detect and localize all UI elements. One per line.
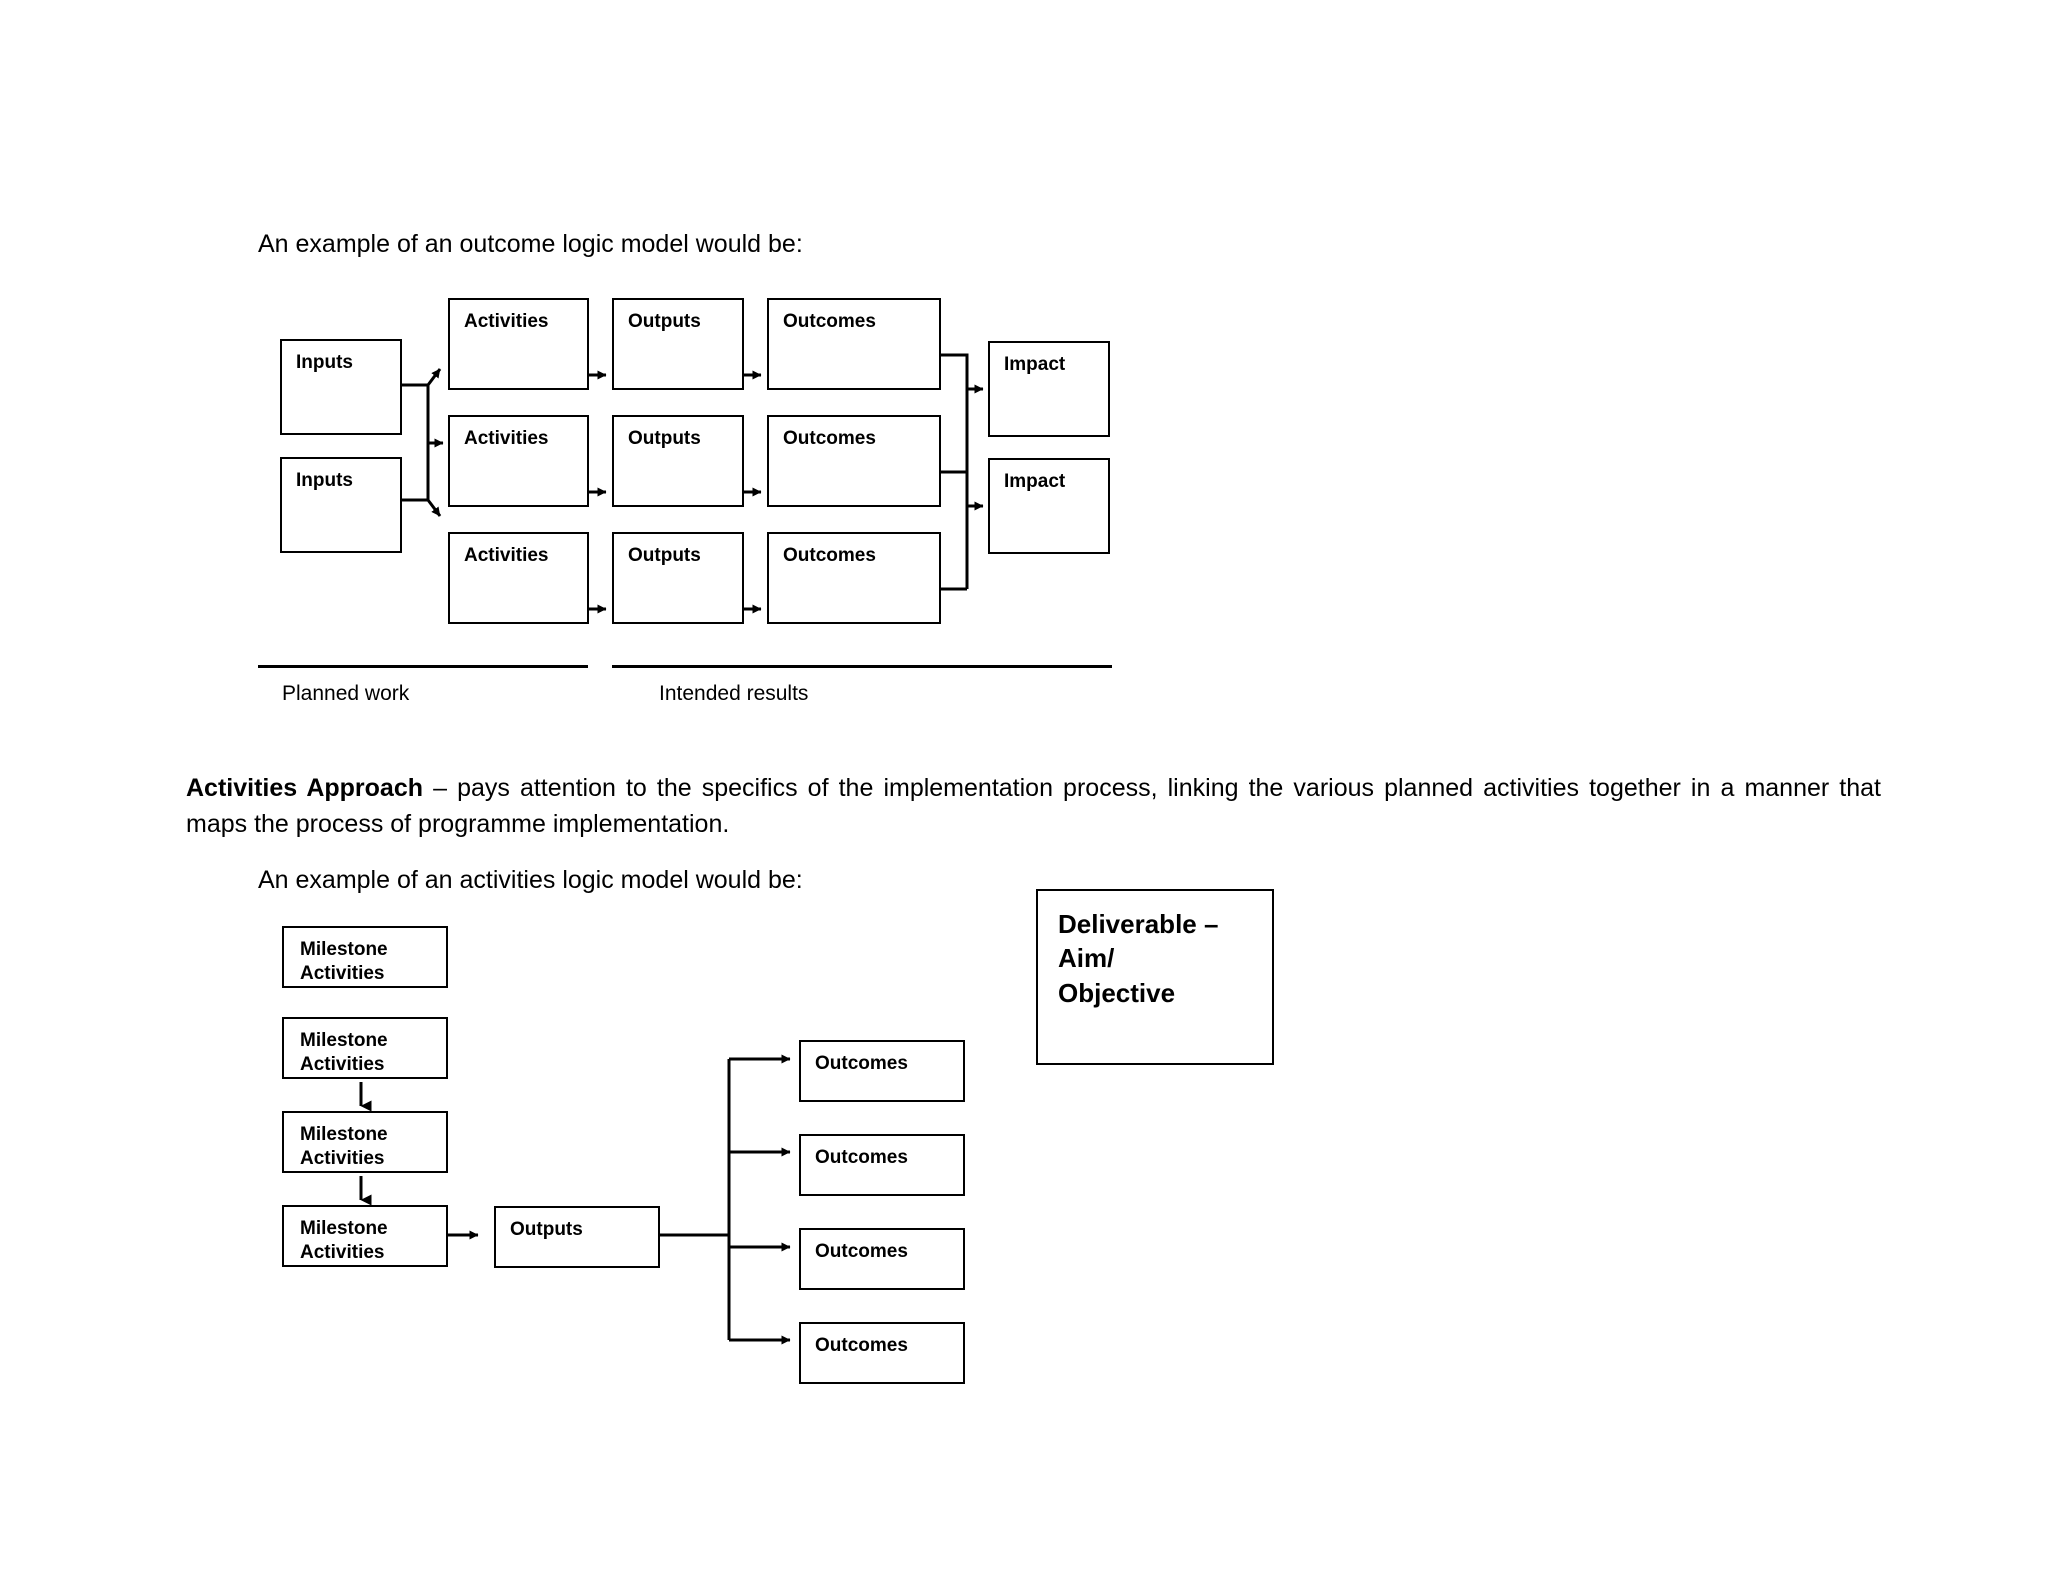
outcome-diagram-connectors [402,353,984,614]
activities-outcomes-box-4-label: Outcomes [815,1335,908,1356]
activities-box-2-label: Activities [464,428,549,449]
milestone-activities-box-4-line2: Activities [300,1241,385,1263]
planned-work-label: Planned work [282,682,410,705]
activities-approach-body: – pays attention to the specifics of the… [186,774,1881,839]
milestone-activities-box-1[interactable]: Milestone Activities [282,926,448,988]
intended-results-label: Intended results [659,682,809,705]
milestone-activities-box-2-line1: Milestone [300,1030,388,1051]
activities-outputs-box[interactable]: Outputs [494,1206,660,1268]
outcomes-box-3-label: Outcomes [783,545,876,566]
impact-box-2-label: Impact [1004,471,1066,492]
intended-results-rule [612,665,1112,668]
impact-box-1-label: Impact [1004,354,1066,375]
milestone-activities-box-3-line1: Milestone [300,1124,388,1145]
deliverable-line2: Aim/ [1058,943,1115,974]
outcomes-box-1-label: Outcomes [783,311,876,332]
activities-box-3-label: Activities [464,545,549,566]
milestone-activities-box-1-line2: Activities [300,962,385,984]
inputs-box-2[interactable]: Inputs [280,457,402,553]
deliverable-box[interactable]: Deliverable – Aim/ Objective [1036,889,1274,1065]
activities-outcomes-box-3-label: Outcomes [815,1241,908,1262]
milestone-activities-box-3[interactable]: Milestone Activities [282,1111,448,1173]
milestone-activities-box-3-line2: Activities [300,1147,385,1169]
activities-outcomes-box-3[interactable]: Outcomes [799,1228,965,1290]
outcomes-box-2-label: Outcomes [783,428,876,449]
inputs-box-2-label: Inputs [296,470,353,491]
milestone-activities-box-4[interactable]: Milestone Activities [282,1205,448,1267]
milestone-activities-box-1-line1: Milestone [300,939,388,960]
activities-approach-term: Activities Approach [186,774,423,802]
planned-work-rule [258,665,588,668]
activities-outcomes-box-4[interactable]: Outcomes [799,1322,965,1384]
activities-intro-text: An example of an activities logic model … [258,866,803,894]
activities-box-3[interactable]: Activities [448,532,589,624]
outputs-box-2-label: Outputs [628,428,701,449]
milestone-activities-box-2[interactable]: Milestone Activities [282,1017,448,1079]
milestone-activities-box-4-line1: Milestone [300,1218,388,1239]
outcome-intro-text: An example of an outcome logic model wou… [258,230,803,258]
inputs-box-1[interactable]: Inputs [280,339,402,435]
activities-box-2[interactable]: Activities [448,415,589,507]
outputs-box-3[interactable]: Outputs [612,532,744,624]
deliverable-line1: Deliverable – [1058,909,1219,939]
milestone-activities-box-2-line2: Activities [300,1053,385,1075]
outputs-box-2[interactable]: Outputs [612,415,744,507]
activities-box-1[interactable]: Activities [448,298,589,390]
deliverable-line3: Objective [1058,977,1176,1008]
outcome-logic-model-diagram: Inputs Inputs Activities Outputs Outcome… [0,0,2048,720]
outcomes-box-3[interactable]: Outcomes [767,532,941,624]
activities-outcomes-box-2[interactable]: Outcomes [799,1134,965,1196]
outputs-box-3-label: Outputs [628,545,701,566]
activities-outcomes-box-1[interactable]: Outcomes [799,1040,965,1102]
inputs-box-1-label: Inputs [296,352,353,373]
outcomes-box-1[interactable]: Outcomes [767,298,941,390]
activities-box-1-label: Activities [464,311,549,332]
activities-approach-paragraph: Activities Approach – pays attention to … [186,770,1881,843]
activities-outcomes-box-1-label: Outcomes [815,1053,908,1074]
activities-outputs-box-label: Outputs [510,1219,583,1240]
impact-box-1[interactable]: Impact [988,341,1110,437]
outcomes-box-2[interactable]: Outcomes [767,415,941,507]
outputs-box-1[interactable]: Outputs [612,298,744,390]
activities-outcomes-box-2-label: Outcomes [815,1147,908,1168]
impact-box-2[interactable]: Impact [988,458,1110,554]
outputs-box-1-label: Outputs [628,311,701,332]
